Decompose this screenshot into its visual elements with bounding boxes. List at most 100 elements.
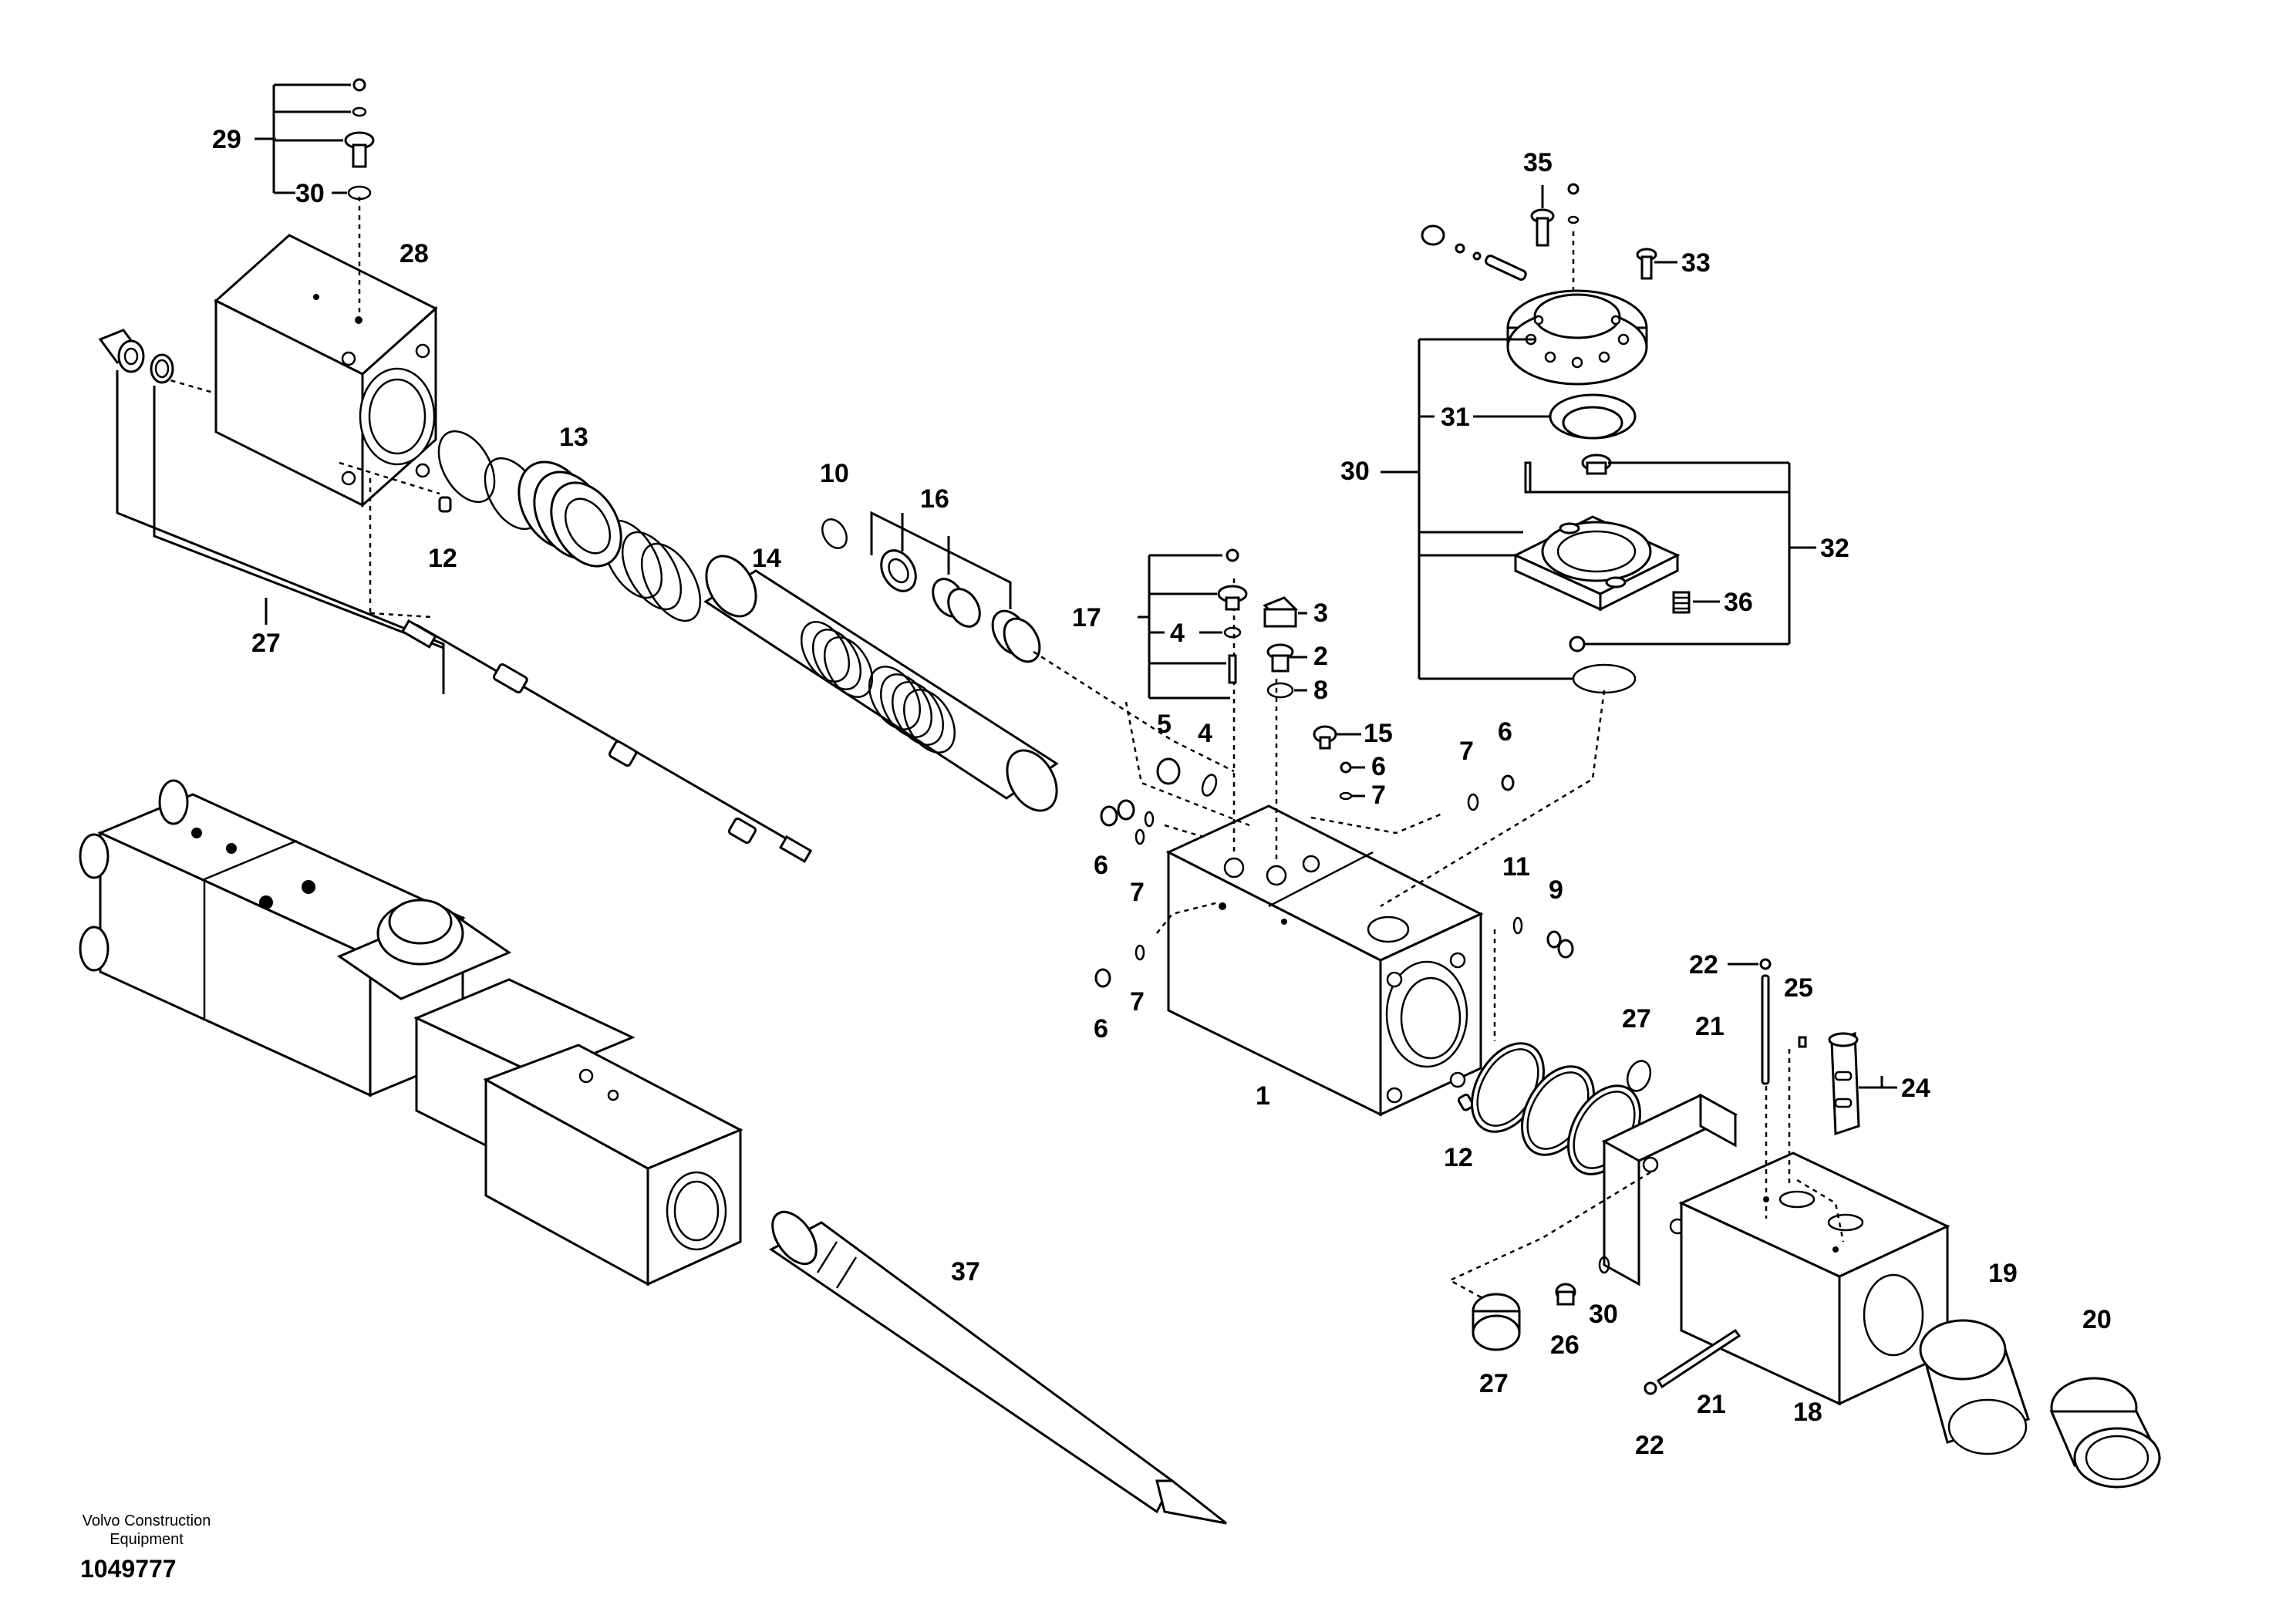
part-35-bolt — [1530, 183, 1580, 247]
callout-16: 16 — [920, 484, 949, 514]
callout-30b: 30 — [1589, 1300, 1618, 1329]
callout-13: 15 — [1364, 719, 1393, 748]
callout-31: 30 — [1340, 457, 1370, 486]
part-10-ring — [821, 518, 848, 549]
part-28-block — [214, 234, 438, 508]
part-6-7-small — [1339, 761, 1562, 949]
callout-14: 14 — [752, 544, 781, 573]
callout-1: 1 — [1256, 1081, 1270, 1111]
callout-6d: 6 — [1094, 1014, 1108, 1044]
part-27-fittings — [98, 329, 174, 384]
callout-21a: 21 — [1695, 1012, 1725, 1041]
credit-line-2: Equipment — [110, 1531, 184, 1548]
part-27-sleeve — [1472, 1293, 1521, 1351]
part-19-bushing — [1919, 1319, 2030, 1455]
part-21-pin-diagonal — [1656, 1328, 1741, 1389]
part-20-bushing — [2049, 1377, 2162, 1489]
part-14-piston — [703, 555, 1059, 812]
part-12-pin-lower — [1457, 1093, 1475, 1111]
callout-9: 9 — [1549, 875, 1563, 905]
callout-3: 3 — [1313, 599, 1328, 628]
callout-18: 18 — [1793, 1398, 1822, 1427]
callout-7c: 7 — [1130, 878, 1145, 907]
part-2-nipple — [1266, 643, 1294, 673]
part-1-cylinder-block — [1165, 804, 1484, 1117]
callout-23: 24 — [1901, 1074, 1930, 1103]
callout-36: 36 — [1724, 588, 1753, 617]
callout-22b: 22 — [1635, 1431, 1664, 1460]
callout-7a: 7 — [1371, 781, 1386, 810]
part-31-oring — [1572, 663, 1637, 694]
callout-6c: 6 — [1094, 851, 1108, 880]
callout-6b: 6 — [1498, 717, 1512, 747]
part-7-rings-left — [1135, 811, 1155, 961]
callout-22a: 22 — [1689, 950, 1718, 980]
callout-17: 17 — [1072, 603, 1101, 632]
part-24-pin — [1798, 1036, 1807, 1048]
side-fittings — [1421, 224, 1527, 281]
part-31-top-cap — [1506, 289, 1648, 386]
part-15-bushing — [518, 460, 622, 568]
tie-rod — [400, 619, 813, 863]
part-22-cap-top — [1759, 958, 1772, 970]
mount-bracket — [1601, 1093, 1738, 1286]
callout-10: 10 — [820, 459, 849, 488]
callout-27: 27 — [251, 629, 281, 658]
part-12-pin — [438, 496, 452, 513]
callout-15: 13 — [559, 423, 588, 452]
callout-26: 27 — [1622, 1004, 1651, 1034]
callout-20: 20 — [2082, 1305, 2112, 1334]
callout-12b: 12 — [1444, 1143, 1473, 1172]
assembled-breaker — [79, 779, 743, 1286]
callout-12: 12 — [428, 544, 457, 573]
callout-24: 25 — [1784, 973, 1813, 1003]
part-37-chisel — [769, 1210, 1227, 1525]
part-23-key — [1828, 1031, 1860, 1136]
part-13-fitting — [1313, 725, 1337, 750]
part-22-cap-bottom — [1644, 1381, 1657, 1395]
callout-4: 4 — [1170, 619, 1185, 648]
callout-25: 26 — [1550, 1330, 1580, 1360]
callout-35: 35 — [1523, 148, 1553, 177]
part-26-ring — [1626, 1060, 1652, 1092]
seal-rings-upper — [437, 430, 702, 622]
credit-line-1: Volvo Construction — [82, 1512, 211, 1529]
part-30-ring-lower — [1598, 1256, 1610, 1274]
part-3-cap — [1263, 596, 1298, 628]
callout-29: 29 — [212, 125, 241, 154]
callout-2: 2 — [1313, 642, 1328, 671]
callout-33: 32 — [1820, 534, 1849, 563]
callout-6a: 6 — [1371, 752, 1386, 781]
seal-rings-lower — [1471, 1042, 1641, 1175]
callout-27b: 27 — [1479, 1369, 1509, 1398]
callout-37: 37 — [951, 1257, 980, 1286]
callout-30: 30 — [295, 179, 325, 208]
part-33-valve-assembly — [1512, 454, 1681, 653]
part-5-plug — [1156, 757, 1181, 785]
callout-21b: 21 — [1697, 1390, 1726, 1419]
callout-28: 28 — [400, 239, 429, 268]
callout-19: 19 — [1988, 1259, 2018, 1288]
part-36-spring — [1672, 591, 1691, 614]
part-6-plugs-left — [1094, 799, 1135, 988]
callout-34: 33 — [1681, 248, 1711, 278]
part-18-front-head — [1678, 1152, 1950, 1406]
part-34-bolt — [1636, 248, 1657, 280]
part-17-stack — [1217, 548, 1248, 684]
callout-5: 5 — [1157, 710, 1172, 739]
part-21-pin-vertical — [1761, 974, 1770, 1085]
part-32-diaphragm — [1549, 393, 1637, 440]
manufacturer-credit: Volvo Construction Equipment — [46, 1512, 247, 1549]
part-9-plug — [1557, 939, 1574, 959]
callout-7b: 7 — [1459, 737, 1474, 766]
callout-8: 8 — [1313, 676, 1328, 705]
part-29-fittings — [344, 78, 375, 201]
part-25-plug — [1555, 1283, 1576, 1306]
part-4-ring-lower — [1201, 774, 1218, 797]
part-8-ring — [1266, 682, 1294, 699]
callout-7d: 7 — [1130, 987, 1145, 1017]
callout-11: 11 — [1502, 852, 1530, 882]
callout-32: 31 — [1441, 403, 1470, 432]
drawing-number: 1049777 — [80, 1555, 177, 1583]
